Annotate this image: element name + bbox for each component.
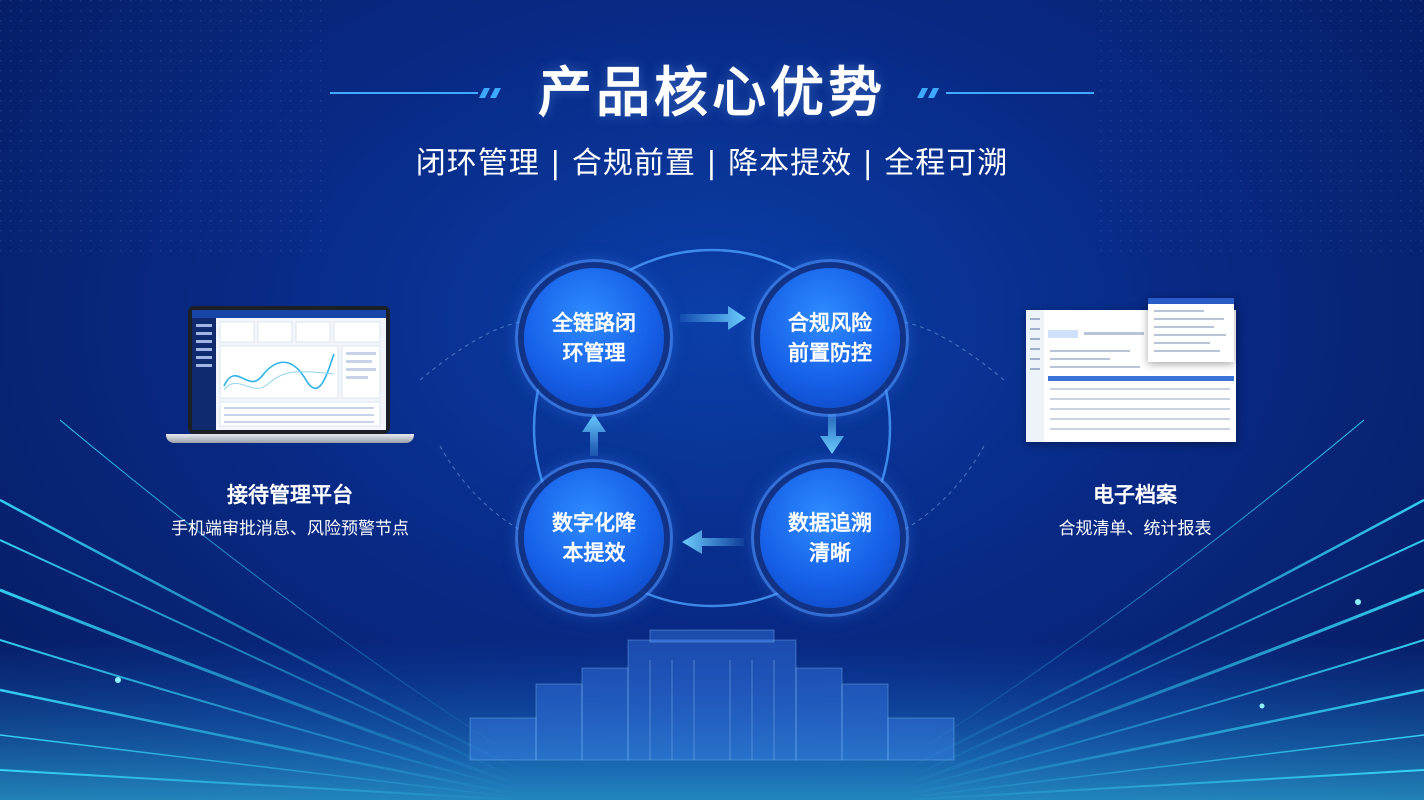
left-panel-subtitle: 手机端审批消息、风险预警节点 [171,519,409,539]
cycle-node-label: 数字化降本提效 [552,511,636,565]
laptop-mockup-image [166,306,414,446]
arrow-down-icon [820,406,844,454]
cycle-node-compliance: 合规风险前置防控 [760,268,900,408]
archive-report-sheet [1148,298,1234,362]
cycle-node-label: 合规风险前置防控 [788,311,872,365]
page-subtitle: 闭环管理 | 合规前置 | 降本提效 | 全程可溯 [415,146,1009,181]
right-panel-title: 电子档案 [1093,483,1177,507]
dashboard-thumbnail [192,310,386,430]
left-panel-title: 接待管理平台 [227,483,353,507]
archive-mockup-image [1026,298,1238,446]
cycle-node-traceability: 数据追溯清晰 [760,468,900,608]
right-panel-subtitle: 合规清单、统计报表 [1058,519,1212,539]
laptop-screen [188,306,390,434]
cycle-node-closed-loop: 全链路闭环管理 [524,268,664,408]
cycle-node-cost-efficiency: 数字化降本提效 [524,468,664,608]
cycle-node-label: 全链路闭环管理 [552,311,636,365]
arrow-up-icon [582,414,606,456]
cycle-node-label: 数据追溯清晰 [788,511,872,565]
page-title: 产品核心优势 [538,61,886,124]
arrow-left-icon [682,530,744,554]
arrow-right-icon [680,306,746,330]
laptop-base [166,434,414,443]
